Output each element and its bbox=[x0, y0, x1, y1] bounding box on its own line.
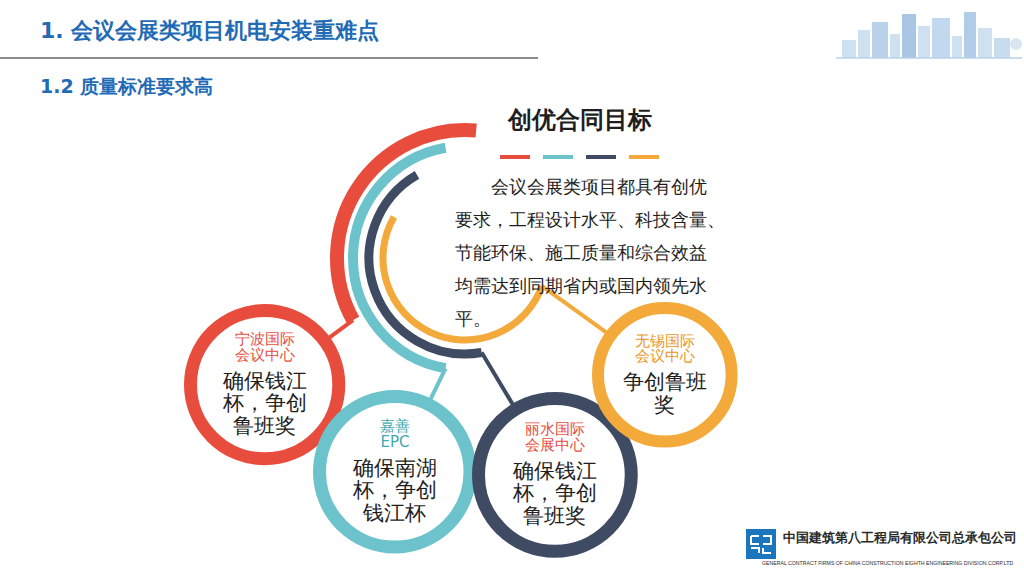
project-name: 无锡国际 会议中心 bbox=[634, 334, 696, 366]
circle-content: 丽水国际 会展中心确保钱江杯，争创鲁班奖 bbox=[512, 422, 598, 528]
project-circle: 无锡国际 会议中心争创鲁班奖 bbox=[592, 302, 738, 448]
circle-content: 宁波国际 会议中心确保钱江杯，争创鲁班奖 bbox=[222, 332, 308, 438]
color-dash bbox=[586, 155, 616, 159]
quality-goal: 确保南湖杯，争创钱江杯 bbox=[352, 457, 438, 525]
slide-title: 1. 会议会展类项目机电安装重难点 bbox=[40, 16, 379, 46]
color-dash bbox=[629, 155, 659, 159]
company-logo bbox=[746, 529, 776, 559]
company-name-english: GENERAL CONTRACT FIRMS OF CHINA CONSTRUC… bbox=[762, 561, 1013, 567]
project-name: 丽水国际 会展中心 bbox=[524, 422, 586, 454]
project-circle: 嘉善 EPC 确保南湖杯，争创钱江杯 bbox=[313, 390, 477, 554]
quality-goal: 争创鲁班奖 bbox=[622, 371, 708, 416]
connector-line bbox=[328, 320, 353, 338]
project-name: 嘉善 EPC bbox=[364, 419, 426, 451]
circle-content: 无锡国际 会议中心争创鲁班奖 bbox=[622, 334, 708, 417]
ring bbox=[191, 311, 339, 459]
color-dash bbox=[543, 155, 573, 159]
quality-goal: 确保钱江杯，争创鲁班奖 bbox=[222, 370, 308, 438]
color-dash bbox=[500, 155, 530, 159]
circle-content: 嘉善 EPC 确保南湖杯，争创钱江杯 bbox=[352, 419, 438, 525]
ring bbox=[479, 399, 632, 552]
section-heading: 1.2 质量标准要求高 bbox=[40, 76, 213, 97]
skyline-illustration bbox=[836, 12, 1022, 58]
ring bbox=[598, 308, 732, 442]
project-name: 宁波国际 会议中心 bbox=[234, 332, 296, 364]
connector-line bbox=[482, 353, 514, 406]
company-name: 中国建筑第八工程局有限公司总承包公司 bbox=[783, 531, 1017, 545]
header-rule bbox=[0, 57, 538, 59]
ring bbox=[320, 397, 471, 548]
panel-heading: 创优合同目标 bbox=[500, 104, 660, 136]
connector-line bbox=[430, 368, 446, 400]
quality-goal: 确保钱江杯，争创鲁班奖 bbox=[512, 460, 598, 528]
